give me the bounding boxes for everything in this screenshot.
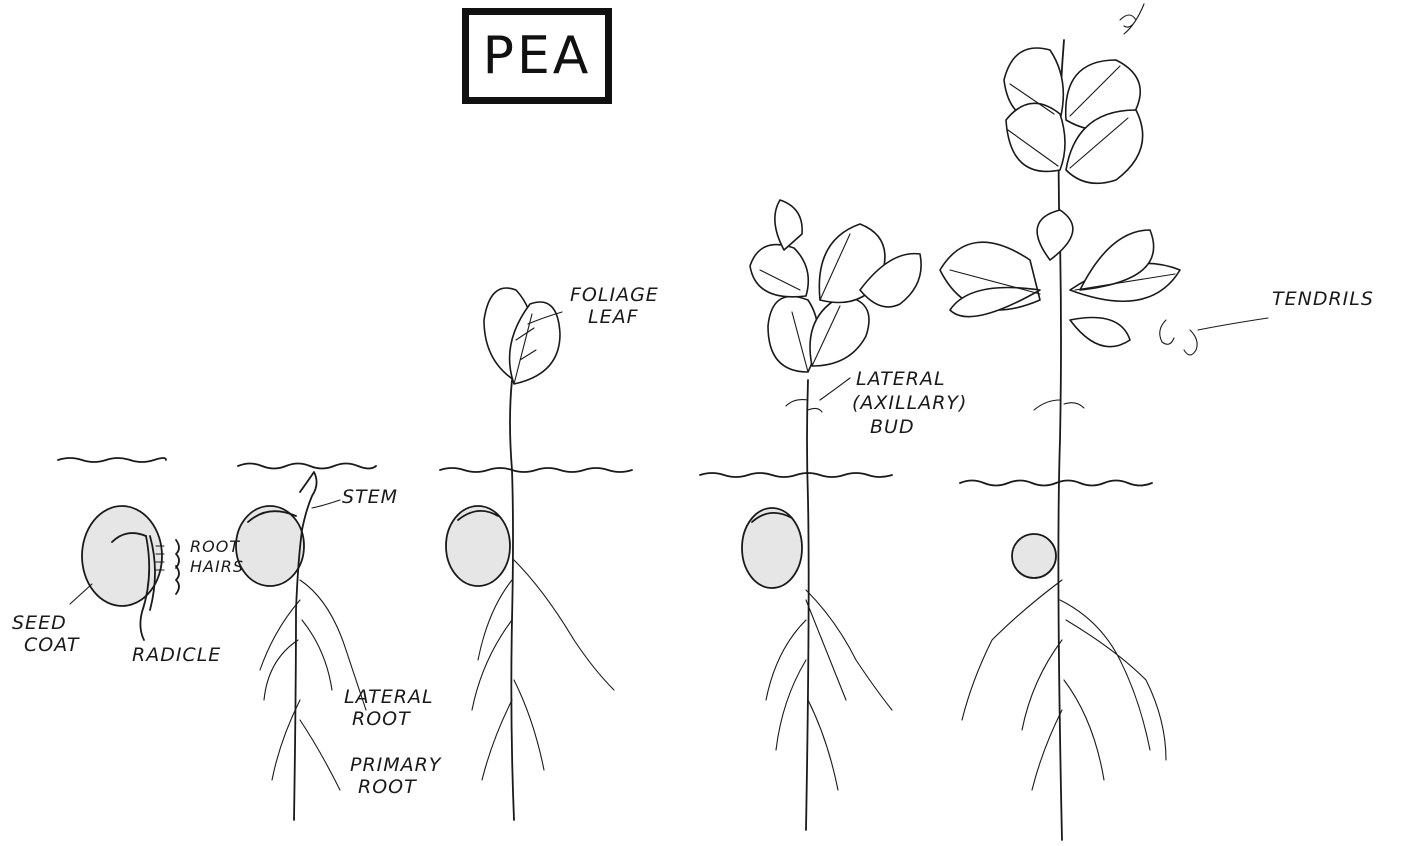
label-tendrils: TENDRILS xyxy=(1272,288,1374,310)
label-lateral-root-line2: ROOT xyxy=(352,708,411,730)
seed-coat-pointer xyxy=(70,584,92,604)
stem-3 xyxy=(510,380,514,820)
soil-line-2 xyxy=(238,464,376,469)
label-foliage-leaf-line1: FOLIAGE xyxy=(570,284,659,306)
soil-line-5 xyxy=(960,481,1152,486)
stage-4-plant xyxy=(742,200,921,830)
seed-5 xyxy=(1012,534,1056,578)
label-seed-coat-line2: COAT xyxy=(24,634,79,656)
soil-lines xyxy=(58,458,1152,486)
label-lateral-root-line1: LATERAL xyxy=(344,686,434,708)
label-stem: STEM xyxy=(342,486,398,508)
stage-2-seedling xyxy=(236,472,366,820)
label-root-hairs-line1: ROOT xyxy=(190,536,240,558)
stage-1-seed xyxy=(70,506,179,640)
label-root-hairs-line2: HAIRS xyxy=(190,556,244,578)
label-radicle: RADICLE xyxy=(132,644,221,666)
label-lateral-bud-line1: LATERAL xyxy=(856,368,946,390)
soil-line-3 xyxy=(440,468,632,472)
seed-2 xyxy=(236,506,304,586)
label-lateral-bud-line3: BUD xyxy=(870,416,915,438)
stage-5-plant xyxy=(940,4,1268,840)
label-lateral-bud-line2: (AXILLARY) xyxy=(852,392,967,414)
soil-line-4 xyxy=(700,473,892,477)
soil-line-1 xyxy=(58,458,166,462)
label-primary-root-line1: PRIMARY xyxy=(350,754,441,776)
seed-3 xyxy=(446,506,510,586)
seed-4 xyxy=(742,508,802,588)
label-foliage-leaf-line2: LEAF xyxy=(588,306,639,328)
label-seed-coat-line1: SEED xyxy=(12,612,67,634)
label-primary-root-line2: ROOT xyxy=(358,776,417,798)
stage-3-seedling xyxy=(446,288,614,820)
seed-1 xyxy=(82,506,162,606)
